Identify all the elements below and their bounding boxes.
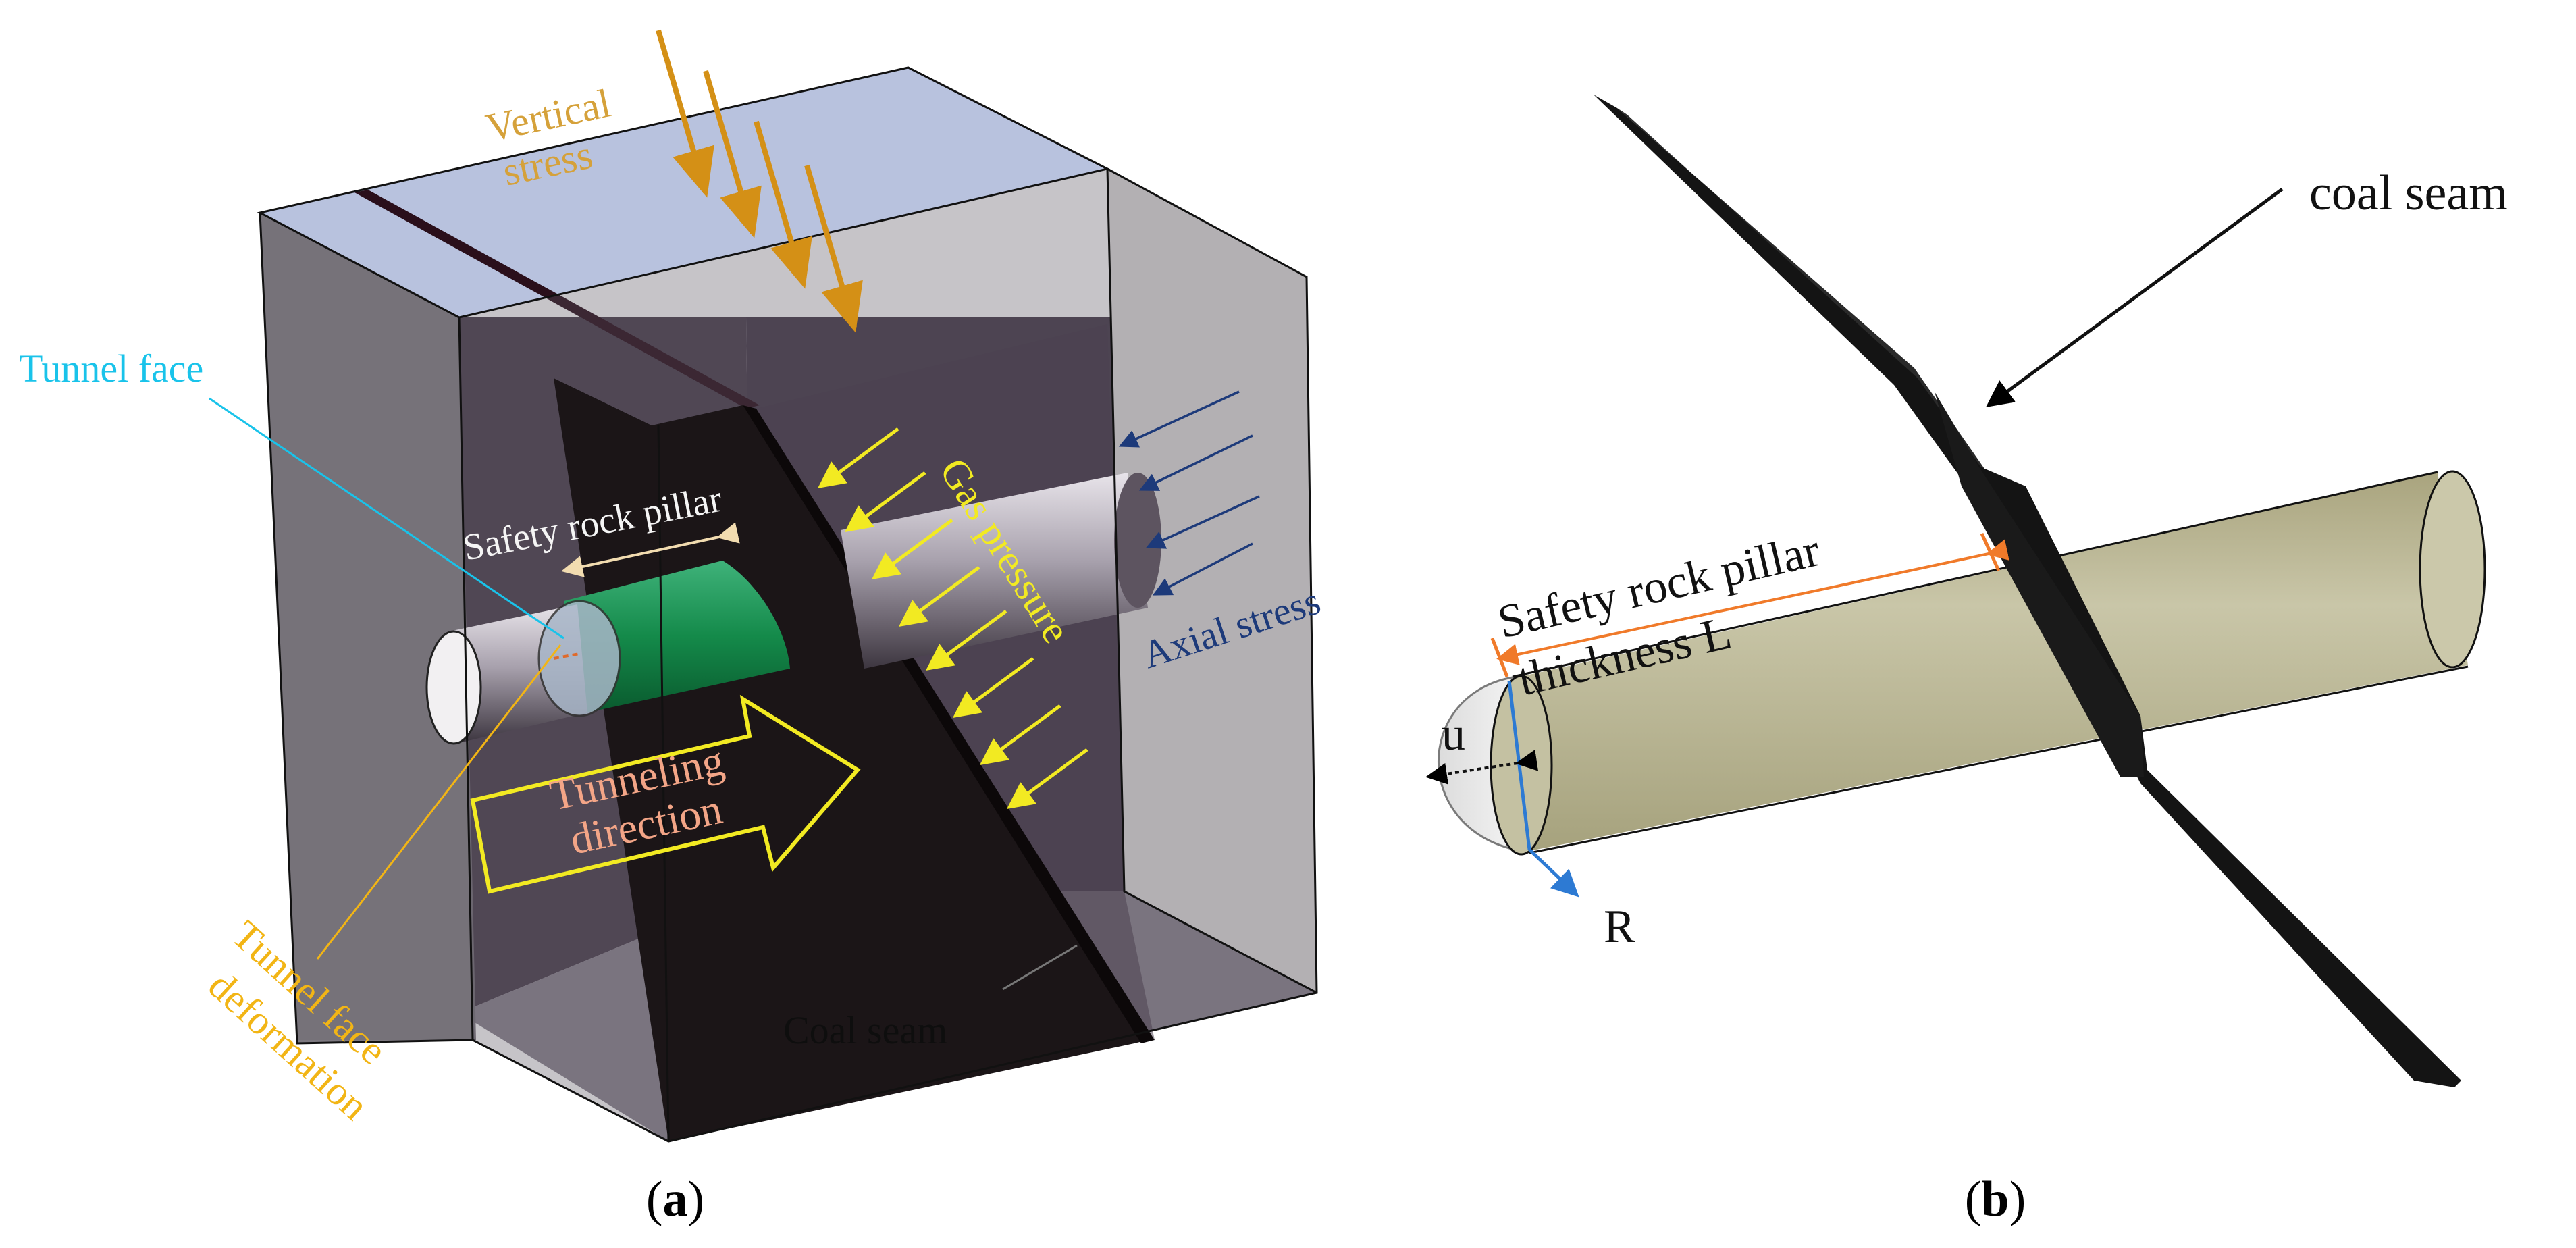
pillar-thickness-dimension bbox=[1490, 532, 2009, 677]
tunnel-face-leader bbox=[209, 397, 564, 640]
excavated-tunnel bbox=[564, 561, 790, 712]
coal-seam-label: Coal seam bbox=[783, 1008, 947, 1052]
gas-pressure-arrows bbox=[817, 427, 1088, 809]
u-label: u bbox=[1442, 708, 1465, 760]
tunnel-face-label: Tunnel face bbox=[19, 346, 203, 390]
box-right-wall bbox=[1107, 169, 1317, 993]
panel-a: Vertical stress Tunnel face Safety rock … bbox=[19, 29, 1325, 1227]
cylinder-far-end bbox=[2419, 470, 2486, 669]
box-left-panel bbox=[260, 213, 476, 1043]
coal-seam-edge bbox=[743, 405, 1155, 1043]
deformation-leader bbox=[316, 644, 562, 960]
panel-b-caption: (b) bbox=[1965, 1172, 2026, 1227]
coal-seam-label-b: coal seam bbox=[2309, 165, 2508, 221]
coal-seam-pointer bbox=[1985, 187, 2284, 407]
coal-seam-leader bbox=[1002, 944, 1078, 991]
radius-label: R bbox=[1604, 901, 1635, 953]
tunnel-near-section bbox=[425, 600, 621, 745]
coal-seam-lower bbox=[1978, 466, 2461, 1087]
coal-seam-mid bbox=[1935, 392, 2144, 777]
vertical-stress-arrows bbox=[656, 29, 863, 333]
radius-arrow bbox=[1528, 848, 1579, 898]
coal-seam-top-stripe bbox=[354, 190, 760, 409]
panel-a-caption: (a) bbox=[646, 1172, 704, 1227]
panel-b: coal seam Safety rock pillar thickness L… bbox=[1425, 95, 2508, 1227]
safety-pillar-dimension bbox=[561, 522, 740, 577]
box-edges bbox=[257, 66, 1318, 1143]
deformation-u-arrow bbox=[1425, 750, 1539, 785]
axial-stress-arrows bbox=[1118, 390, 1260, 596]
tunnel-face-ellipse bbox=[537, 600, 621, 717]
tunneling-direction-arrow bbox=[470, 694, 861, 894]
